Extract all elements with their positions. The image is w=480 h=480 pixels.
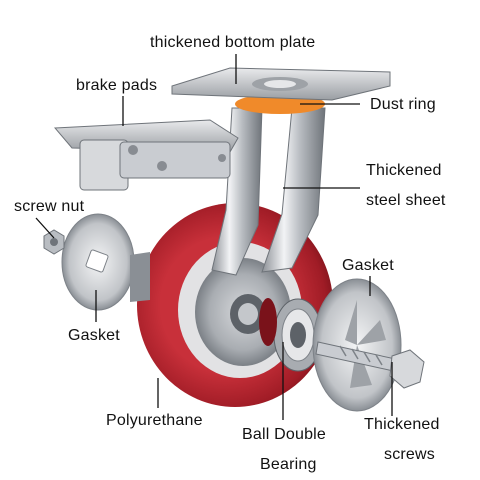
label-thickened-steel-line1: Thickened	[366, 162, 442, 180]
label-ball-bearing-line1: Ball Double	[242, 426, 326, 444]
label-thickened-screws-line1: Thickened	[364, 416, 440, 434]
label-gasket-left: Gasket	[68, 327, 120, 345]
label-screw-nut: screw nut	[14, 198, 84, 216]
label-bottom-plate: thickened bottom plate	[150, 34, 315, 52]
label-gasket-right: Gasket	[342, 257, 394, 275]
screw-nut	[44, 230, 64, 254]
label-ball-bearing-line2: Bearing	[260, 456, 317, 474]
brake-assembly	[55, 120, 238, 190]
label-thickened-screws-line2: screws	[384, 446, 435, 464]
label-polyurethane: Polyurethane	[106, 412, 203, 430]
label-brake-pads: brake pads	[76, 77, 157, 95]
bottom-plate	[172, 68, 390, 100]
left-gasket	[62, 214, 150, 310]
label-thickened-steel-line2: steel sheet	[366, 192, 446, 210]
label-dust-ring: Dust ring	[370, 96, 436, 114]
